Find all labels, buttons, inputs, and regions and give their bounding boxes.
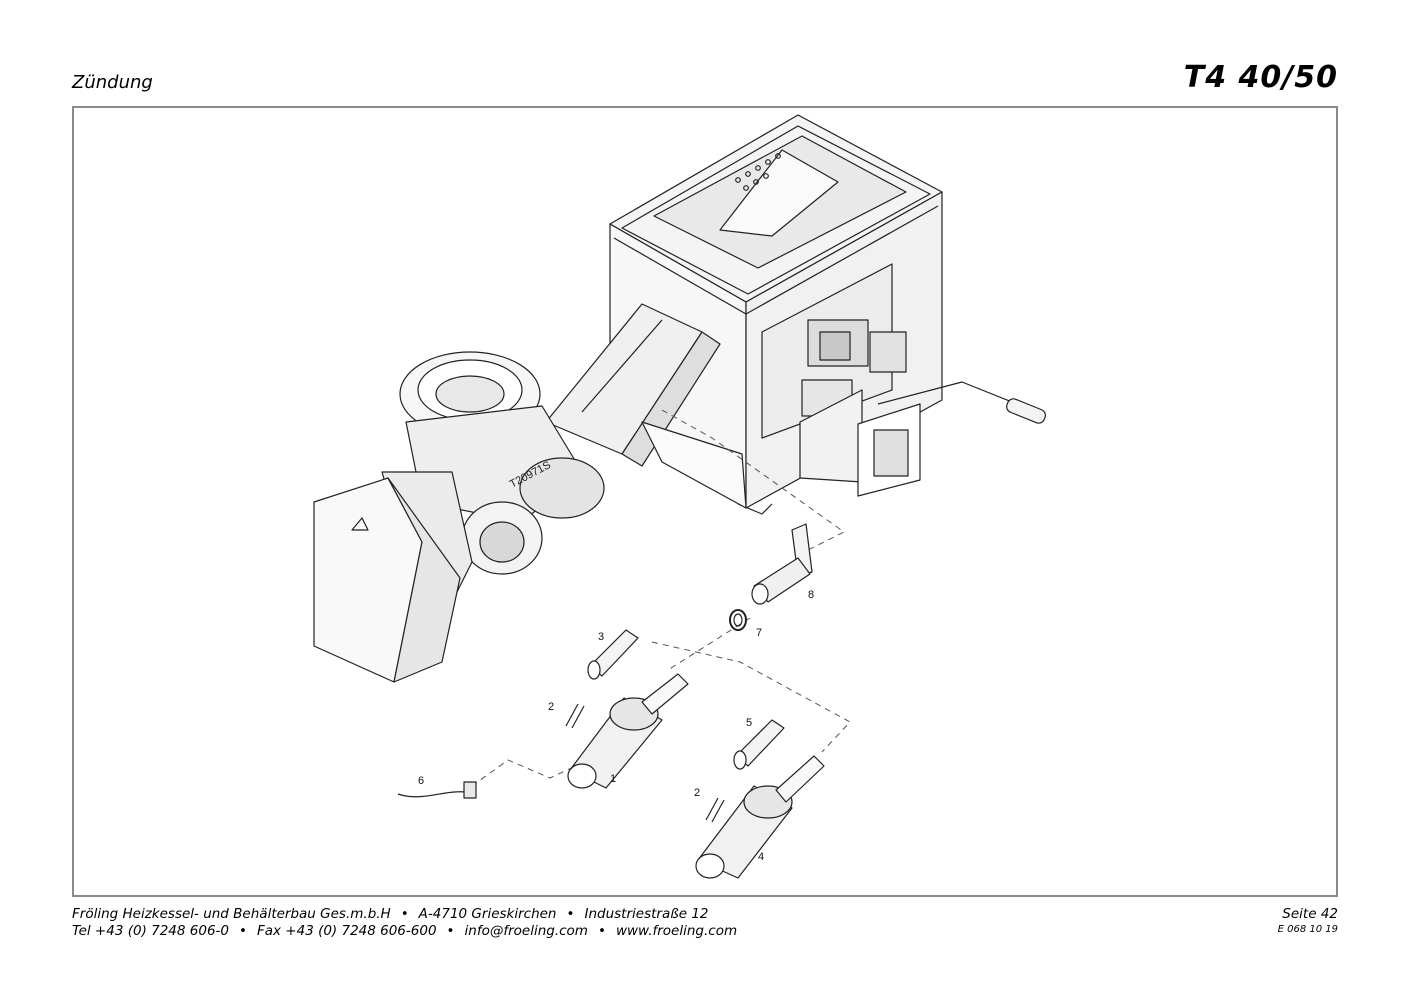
part-6-cable xyxy=(397,781,477,799)
exploded-view-frame: T20971S xyxy=(72,106,1338,897)
label-part-2b: 2 xyxy=(694,787,700,799)
company-name: Fröling Heizkessel- und Behälterbau Ges.… xyxy=(72,906,391,922)
label-part-3: 3 xyxy=(598,631,604,643)
footer-line-1: Fröling Heizkessel- und Behälterbau Ges.… xyxy=(72,906,737,923)
part-2-pins-upper xyxy=(565,703,585,729)
footer-line-2: Tel +43 (0) 7248 606-0 • Fax +43 (0) 7248 … xyxy=(72,923,737,940)
label-part-4: 4 xyxy=(758,851,764,863)
label-part-5: 5 xyxy=(746,717,752,729)
feed-tube xyxy=(545,303,747,509)
label-part-8: 8 xyxy=(808,589,814,601)
footer-page-info: Seite 42 E 068 10 19 xyxy=(1278,906,1338,937)
exploded-view-drawing: T20971S xyxy=(313,114,1046,879)
document-code: E 068 10 19 xyxy=(1277,924,1338,935)
phone-number: Tel +43 (0) 7248 606-0 xyxy=(72,923,229,939)
footer-contact: Fröling Heizkessel- und Behälterbau Ges.… xyxy=(72,906,737,940)
part-7-clip-ring xyxy=(729,609,747,631)
website-link[interactable]: www.froeling.com xyxy=(615,923,738,939)
bullet-separator: • xyxy=(566,906,575,922)
motor-cover xyxy=(313,477,461,683)
part-number-labels: 1 2 2 3 4 5 6 7 8 xyxy=(418,589,814,863)
bullet-separator: • xyxy=(446,923,455,939)
part-8-ignition-holder xyxy=(751,523,813,605)
address-city: A-4710 Grieskirchen xyxy=(418,906,557,922)
label-part-7: 7 xyxy=(756,627,762,639)
label-part-2a: 2 xyxy=(548,701,554,713)
leader-lines xyxy=(471,409,851,787)
address-street: Industriestraße 12 xyxy=(584,906,709,922)
side-control-panel xyxy=(761,263,1046,497)
section-title: Zündung xyxy=(72,72,153,93)
fax-number: Fax +43 (0) 7248 606-600 xyxy=(256,923,437,939)
part-2-pins-lower xyxy=(705,797,725,823)
bullet-separator: • xyxy=(239,923,247,939)
part-4-ignition-element xyxy=(695,755,825,879)
label-part-6: 6 xyxy=(418,775,424,787)
page-number: Seite 42 xyxy=(1282,906,1338,922)
bullet-separator: • xyxy=(597,923,606,939)
part-5-cartridge xyxy=(733,719,785,770)
part-1-ignition-element xyxy=(567,673,689,789)
email-link[interactable]: info@froeling.com xyxy=(464,923,588,939)
part-3-cartridge xyxy=(587,629,639,680)
model-title: T4 40/50 xyxy=(1183,60,1338,95)
label-part-1: 1 xyxy=(610,773,616,785)
bullet-separator: • xyxy=(400,906,409,922)
